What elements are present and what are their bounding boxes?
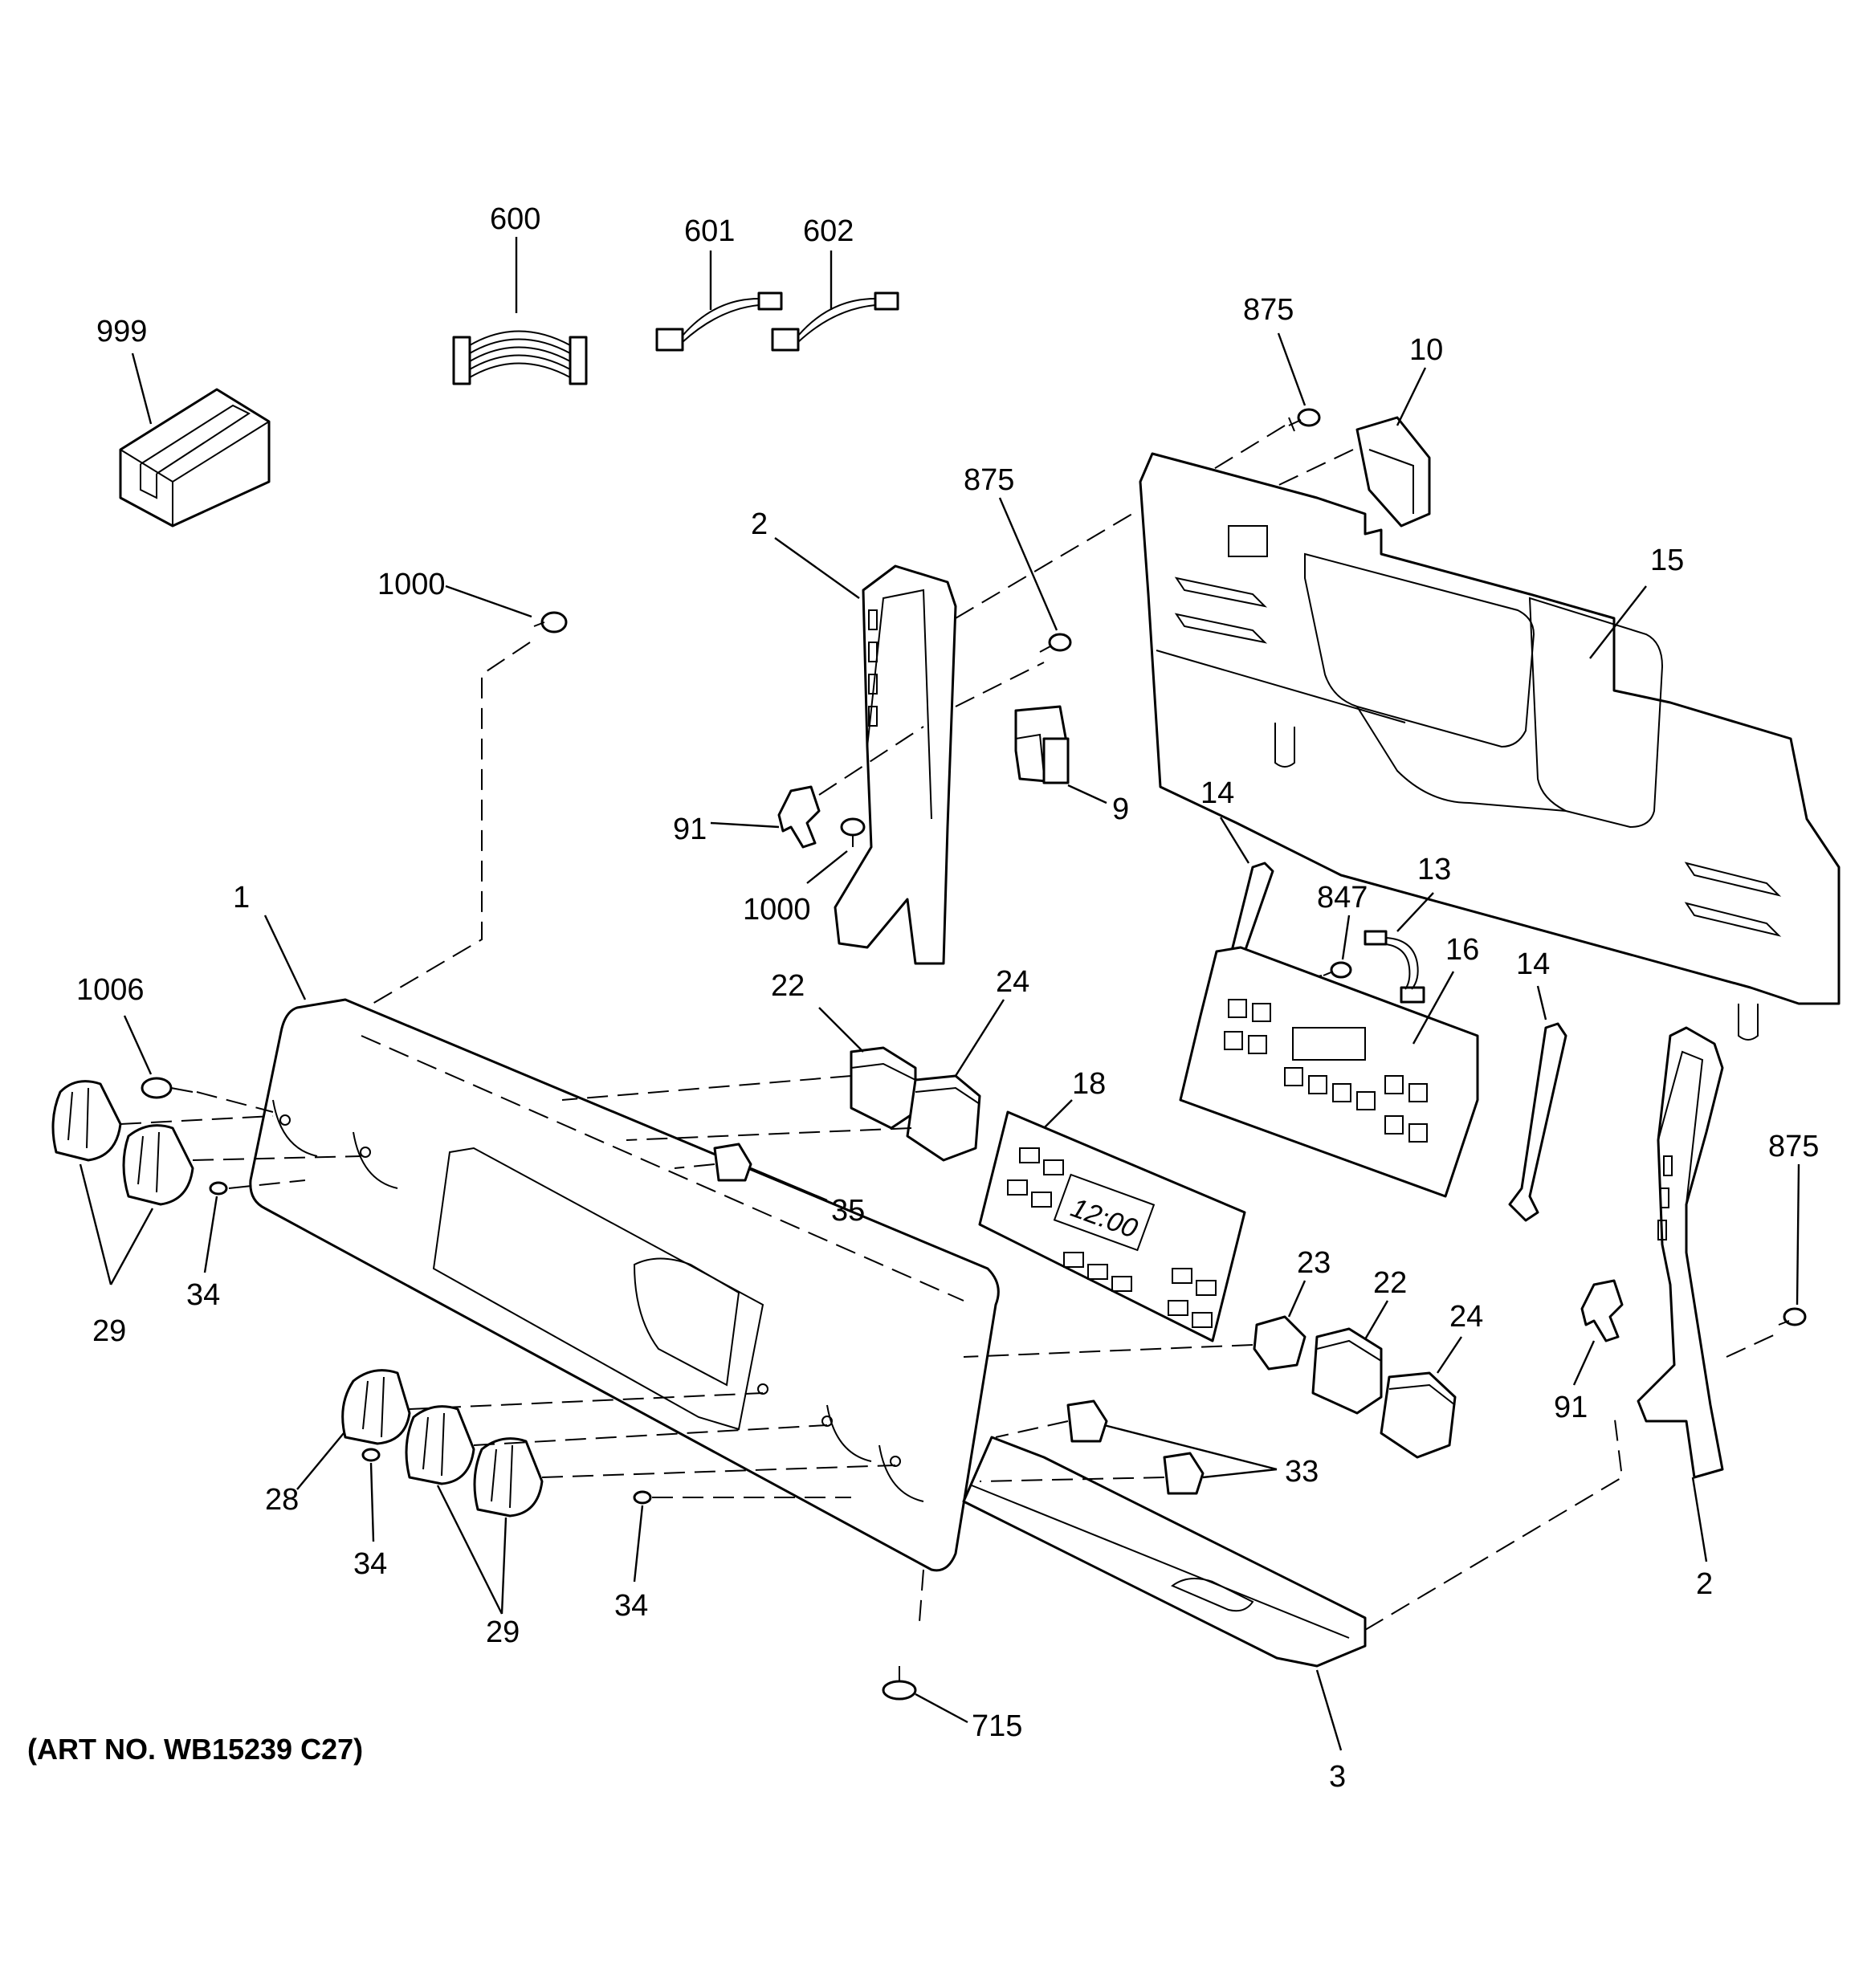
part-1006-screw [123, 1015, 274, 1113]
callout-875-mid: 875 [964, 463, 1014, 497]
part-35-rocker-switch [674, 1143, 828, 1202]
part-16-control-board [1179, 946, 1479, 1198]
part-91-right-clip [1572, 1279, 1624, 1386]
part-715-screw [882, 1666, 968, 1724]
callout-2-right: 2 [1696, 1567, 1713, 1601]
callout-14-right: 14 [1516, 947, 1550, 981]
callout-847: 847 [1317, 881, 1368, 915]
part-18-membrane-overlay: 12:00 [978, 1099, 1246, 1342]
callout-28: 28 [265, 1483, 299, 1517]
part-34-screw-lower-right [633, 1490, 851, 1583]
part-875-screw-top [1212, 332, 1321, 471]
callout-23: 23 [1297, 1246, 1331, 1280]
callout-labels: 999 600 601 602 875 10 875 2 15 1000 9 9… [76, 202, 1819, 1794]
callout-34-lower-mid: 34 [353, 1547, 387, 1581]
part-14-left-bracket [1219, 817, 1274, 965]
part-2-right-side-bracket [1637, 1026, 1779, 1562]
part-33-rocker-switches [979, 1399, 1278, 1495]
callout-875-right: 875 [1768, 1130, 1819, 1163]
part-1000-screw-top [344, 585, 568, 1020]
callout-18: 18 [1072, 1067, 1106, 1101]
callout-10: 10 [1409, 333, 1443, 367]
part-29-upper-knobs [51, 1080, 362, 1285]
part-875-screw-right [1778, 1163, 1807, 1326]
part-875-screw-mid [998, 497, 1072, 653]
callout-3: 3 [1329, 1760, 1346, 1794]
callout-1: 1 [233, 881, 250, 915]
part-9-relay-board [1014, 705, 1107, 805]
callout-875-top: 875 [1243, 293, 1294, 327]
callout-29-lower: 29 [486, 1615, 520, 1649]
callout-15: 15 [1650, 544, 1684, 577]
callout-34-lower-right: 34 [614, 1589, 648, 1623]
callout-2-left: 2 [751, 507, 768, 541]
art-number-caption: (ART NO. WB15239 C27) [27, 1733, 364, 1766]
callout-35: 35 [831, 1194, 865, 1228]
part-13-wire-jumper [1364, 892, 1434, 1004]
part-10-connector-block [1268, 367, 1431, 528]
callout-1006: 1006 [76, 973, 145, 1007]
part-15-back-panel [1139, 452, 1841, 1041]
callout-9: 9 [1112, 792, 1129, 826]
callout-999: 999 [96, 315, 147, 348]
callout-24-upper: 24 [996, 965, 1029, 999]
part-600-ribbon-harness [452, 237, 588, 385]
callout-1000-top: 1000 [377, 568, 446, 601]
part-999-literature-box [119, 352, 271, 528]
callout-91-left: 91 [673, 813, 707, 846]
part-24-upper-switch [626, 999, 1005, 1162]
part-23-lower-switch [963, 1280, 1306, 1371]
part-1000-screw-lower [806, 817, 866, 884]
callout-22-lower: 22 [1373, 1266, 1407, 1300]
callout-602: 602 [803, 214, 854, 248]
part-2-left-side-bracket [774, 513, 1133, 965]
part-22-upper-switch [561, 1007, 917, 1130]
callout-601: 601 [684, 214, 735, 248]
part-22-lower-switch [1311, 1300, 1389, 1415]
part-602-wire-harness [771, 251, 899, 352]
callout-33: 33 [1285, 1455, 1319, 1489]
part-1-control-panel [249, 915, 1000, 1623]
callout-13: 13 [1417, 853, 1451, 886]
callout-16: 16 [1445, 933, 1479, 967]
callout-91-right: 91 [1554, 1391, 1588, 1424]
part-24-lower-switch [1380, 1336, 1462, 1459]
callout-29-upper: 29 [92, 1314, 126, 1348]
callout-600: 600 [490, 202, 540, 236]
part-91-left-clip [710, 726, 924, 849]
part-3-lower-trim [962, 1412, 1624, 1751]
part-14-right-bracket [1508, 985, 1567, 1222]
part-29-lower-knobs [405, 1405, 896, 1615]
callout-14-left: 14 [1201, 776, 1234, 810]
part-34-screw-lower-mid [361, 1448, 381, 1542]
part-28-knob [296, 1369, 764, 1490]
callout-1000-lower: 1000 [743, 893, 811, 927]
callout-34-upper-left: 34 [186, 1278, 220, 1312]
callout-715: 715 [972, 1709, 1022, 1743]
callout-24-lower: 24 [1449, 1300, 1483, 1334]
part-601-wire-harness [655, 251, 783, 352]
part-34-screw-upper-left [203, 1179, 306, 1273]
callout-22-upper: 22 [771, 969, 805, 1003]
